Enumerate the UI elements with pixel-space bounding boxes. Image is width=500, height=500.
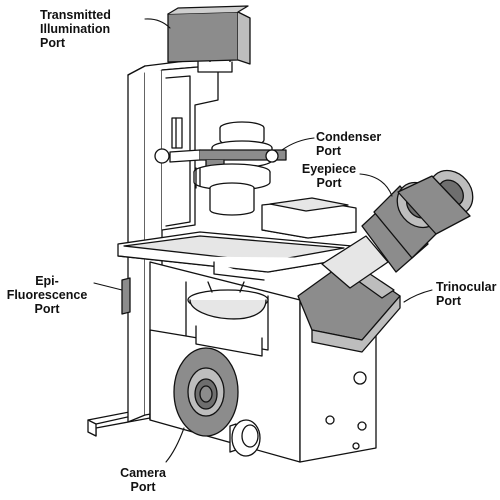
leader-lines [93, 18, 433, 463]
transmitted-illumination-housing [167, 5, 251, 73]
leader-eyepiece [359, 173, 393, 197]
label-eyepiece-port: Eyepiece Port [301, 162, 357, 190]
leader-transmitted [144, 18, 171, 29]
eyepiece-tubes [321, 169, 474, 289]
leader-trinocular [403, 289, 433, 303]
upper-stage-block [261, 197, 357, 239]
stage [117, 231, 353, 281]
label-camera-port: Camera Port [120, 466, 166, 494]
camera-port-disk [173, 347, 239, 437]
leader-camera [165, 427, 185, 463]
label-epi-fluorescence-port: Epi- Fluorescence Port [6, 274, 88, 316]
leader-condenser [281, 137, 315, 151]
condenser-assembly [154, 117, 287, 216]
focus-knob [229, 371, 367, 457]
leader-epi [93, 282, 123, 291]
epi-fluorescence-port-block [121, 277, 131, 315]
label-trinocular-port: Trinocular Port [436, 280, 497, 308]
label-condenser-port: Condenser Port [316, 130, 382, 158]
label-transmitted-illumination-port: Transmitted Illumination Port [40, 8, 111, 50]
